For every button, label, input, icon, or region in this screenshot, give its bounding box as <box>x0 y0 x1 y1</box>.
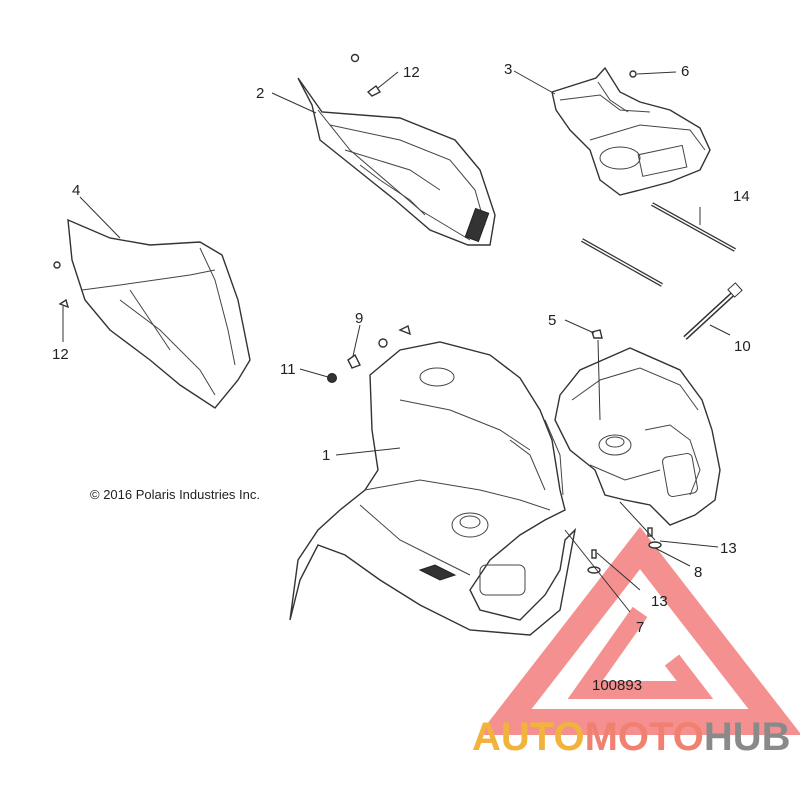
rear-cover-part <box>551 66 711 196</box>
rear-fender-part <box>554 347 721 526</box>
callout-9: 9 <box>355 310 363 327</box>
callout-12b: 12 <box>52 346 69 363</box>
callout-2: 2 <box>256 85 264 102</box>
fasteners <box>53 53 662 574</box>
watermark-auto: AUTO <box>472 715 585 759</box>
callout-6: 6 <box>681 63 689 80</box>
watermark-logo-icon <box>478 526 800 735</box>
watermark-hub: HUB <box>704 715 791 759</box>
front-fender-part <box>289 341 577 636</box>
side-panel-upper-part <box>297 77 496 246</box>
side-panel-left-part <box>67 218 251 409</box>
callout-10: 10 <box>734 338 751 355</box>
callout-13b: 13 <box>651 593 668 610</box>
callout-12a: 12 <box>403 64 420 81</box>
callout-13a: 13 <box>720 540 737 557</box>
callout-8: 8 <box>694 564 702 581</box>
watermark-moto: MOTO <box>585 715 704 759</box>
callout-4: 4 <box>72 182 80 199</box>
callout-7: 7 <box>636 619 644 636</box>
watermark-wordmark: AUTOMOTOHUB <box>472 715 791 759</box>
callout-1: 1 <box>322 447 330 464</box>
callout-11: 11 <box>280 361 296 378</box>
diagram-number: 100893 <box>592 677 642 694</box>
copyright-text: © 2016 Polaris Industries Inc. <box>90 487 260 502</box>
bolt-part-10 <box>683 282 743 340</box>
callout-3: 3 <box>504 61 512 78</box>
rod-part-14 <box>581 202 736 287</box>
callout-5: 5 <box>548 312 556 329</box>
callout-14: 14 <box>733 188 750 205</box>
leader-lines <box>62 70 731 613</box>
